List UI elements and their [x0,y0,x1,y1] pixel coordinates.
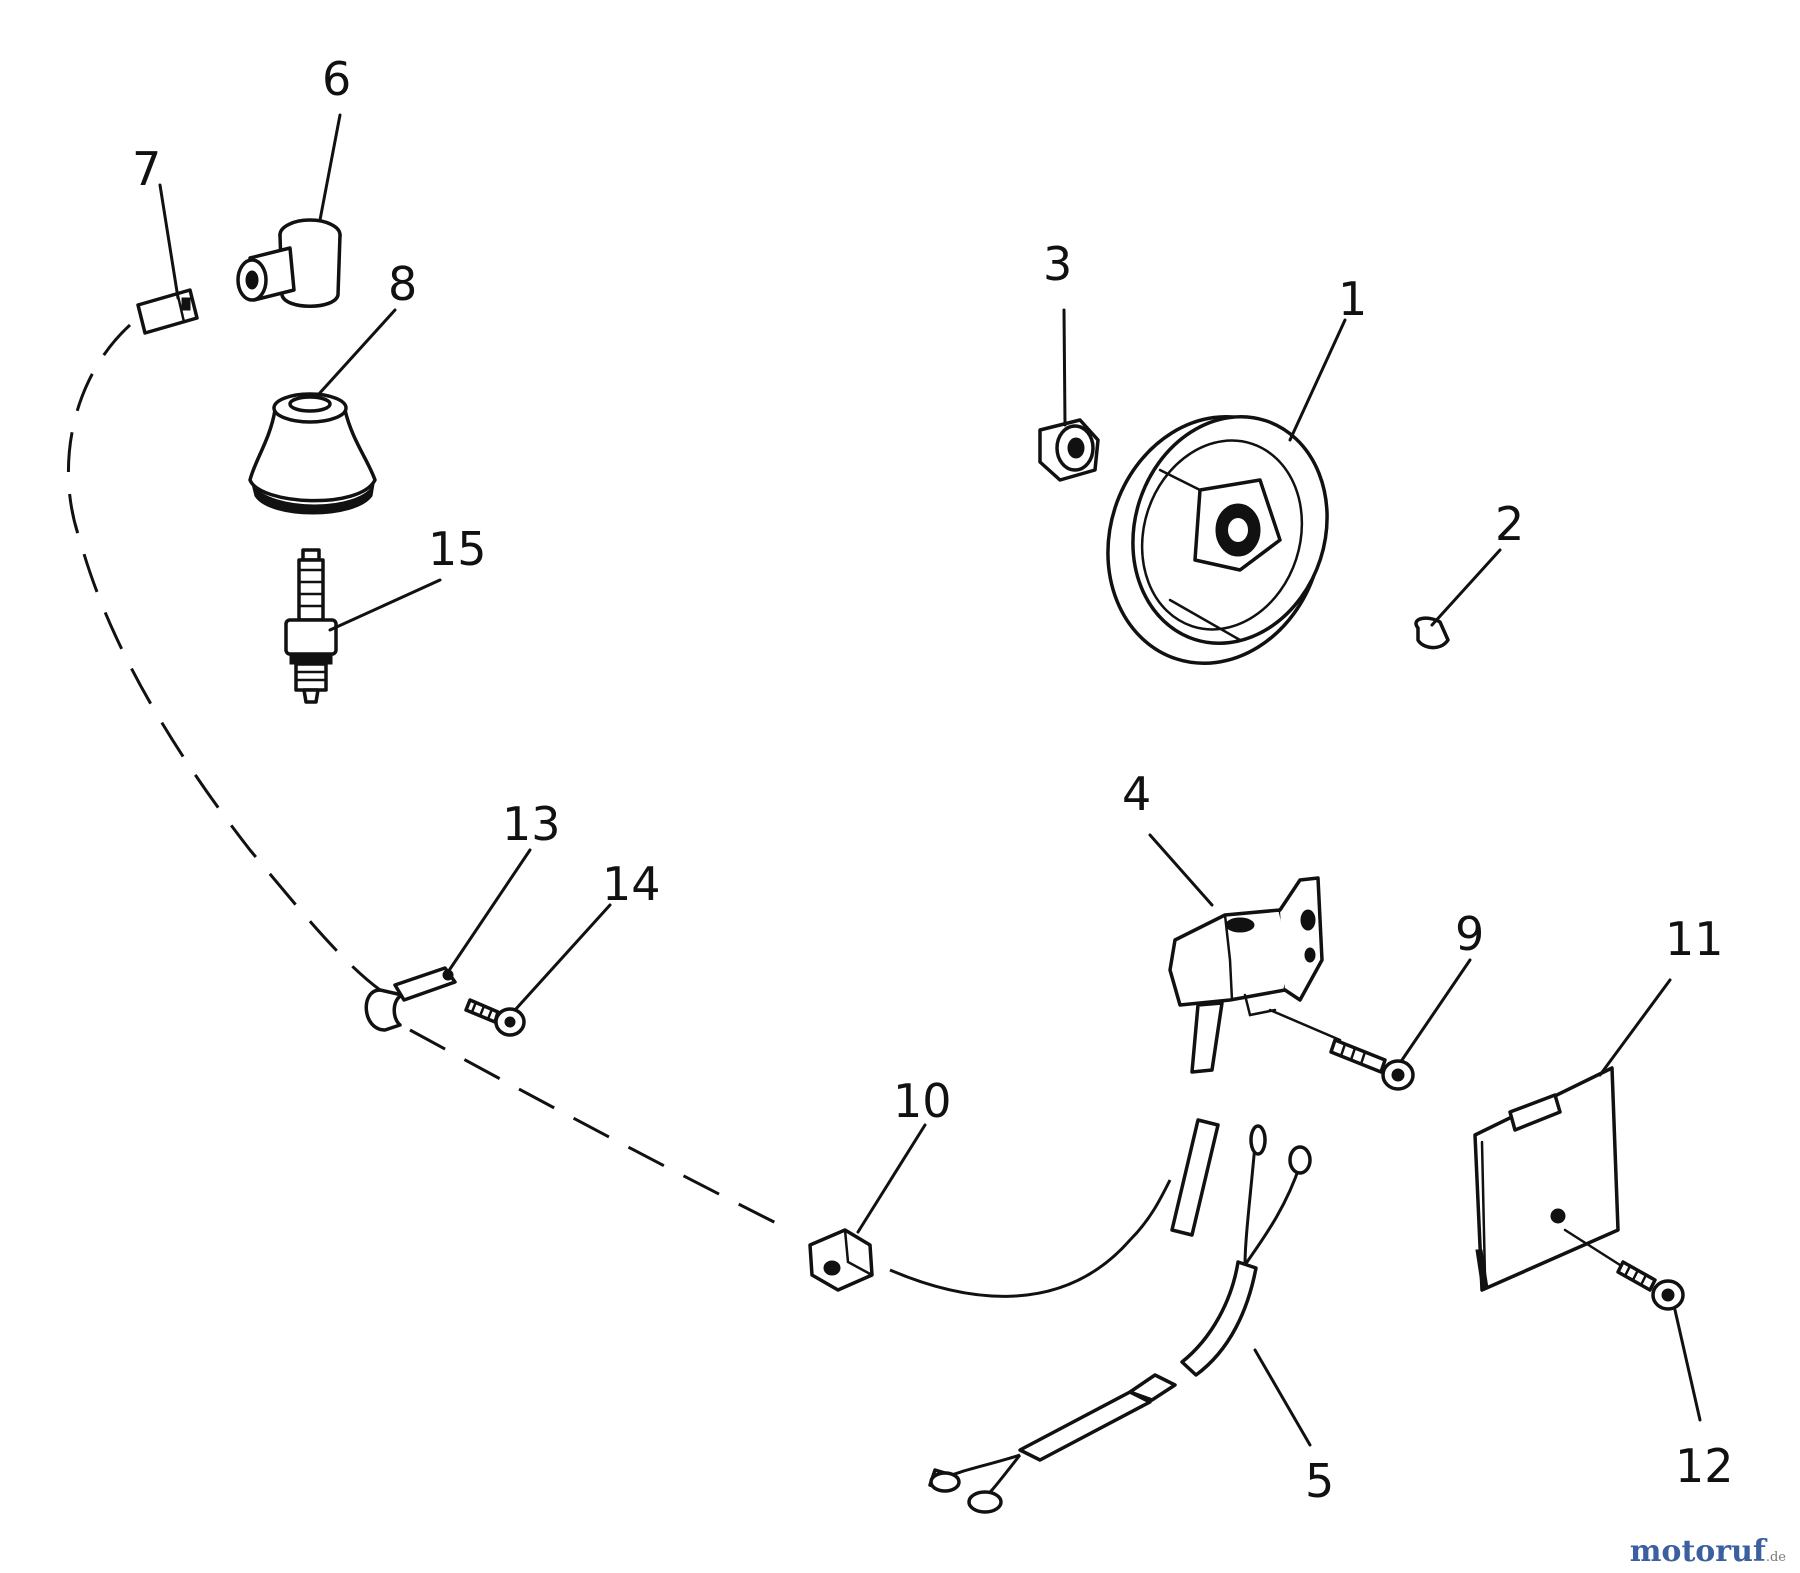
part-13-wire-clamp [364,966,457,1032]
part-2-woodruff-key [1414,616,1450,650]
watermark-text: motoruf [1629,1534,1766,1569]
callout-4: 4 [1122,767,1151,821]
part-5-stop-lead [928,1124,1312,1514]
part-6-plug-cap [236,218,342,308]
callout-13: 13 [502,797,561,851]
leader-15 [328,578,442,632]
callout-15: 15 [428,522,487,576]
part-3-flywheel-nut [1038,418,1100,482]
part-4-ignition-coil [1168,876,1324,1237]
callout-7: 7 [132,142,161,196]
part-8-rubber-boot [248,392,377,515]
callout-numbers: 6 7 8 15 3 1 2 13 14 4 9 10 11 12 5 [132,52,1734,1508]
ignition-wire [66,323,1172,1298]
motoruf-watermark: motoruf.de [1630,1534,1786,1569]
leader-lines [158,113,1702,1447]
leader-13 [446,848,532,974]
callout-10: 10 [893,1074,952,1128]
part-7-terminal [136,288,199,335]
leader-14 [513,903,612,1012]
callout-12: 12 [1675,1439,1734,1493]
leader-2 [1430,548,1502,627]
leader-10 [856,1123,927,1234]
leader-6 [318,113,342,222]
leader-5 [1253,1348,1312,1447]
leader-11 [1598,978,1672,1077]
leader-3 [1062,308,1067,427]
part-10-wire-holder [808,1228,874,1292]
leader-1 [1288,318,1347,442]
leader-7 [158,183,180,300]
leader-4 [1148,833,1214,907]
callout-3: 3 [1043,237,1072,291]
part-9-coil-bolt [1268,1008,1415,1091]
callout-8: 8 [388,257,417,311]
callout-1: 1 [1338,272,1367,326]
callout-9: 9 [1455,907,1484,961]
part-1-flywheel [1106,415,1329,665]
callout-6: 6 [322,52,351,106]
callout-11: 11 [1665,912,1724,966]
part-12-cover-screw [1563,1228,1685,1311]
leader-8 [316,308,397,397]
leader-12 [1673,1308,1702,1422]
part-11-cover-plate [1473,1066,1620,1292]
callout-2: 2 [1495,497,1524,551]
leader-9 [1400,958,1472,1062]
watermark-suffix: .de [1765,1550,1786,1565]
part-14-screw [464,998,526,1037]
callout-14: 14 [602,857,661,911]
part-15-spark-plug [284,548,338,704]
callout-5: 5 [1305,1454,1334,1508]
